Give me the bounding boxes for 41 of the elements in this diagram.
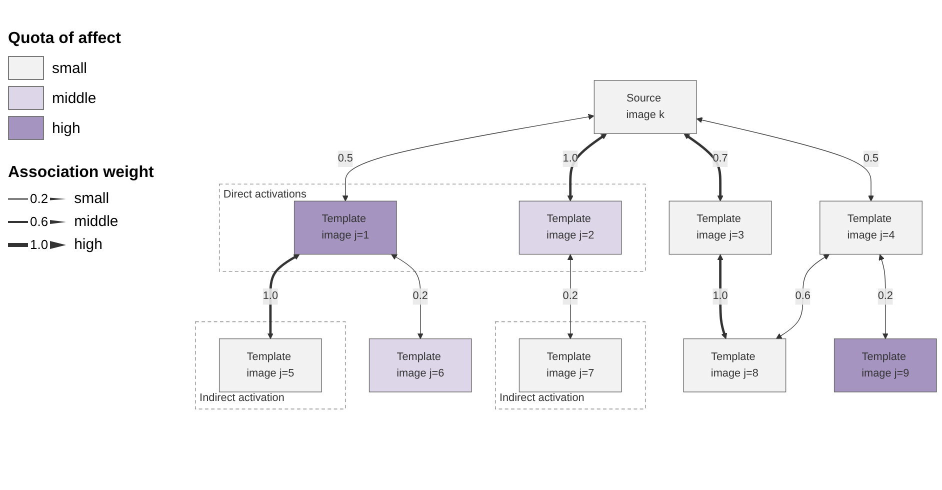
arrow bbox=[342, 114, 594, 202]
node-box: Source image k bbox=[594, 80, 697, 134]
node-box: Template image j=8 bbox=[683, 338, 786, 393]
edge-label: 1.0 bbox=[712, 290, 728, 302]
weight-value: 0.2 bbox=[30, 191, 48, 206]
edge-label: 0.5 bbox=[863, 152, 879, 165]
edge-label: 0.6 bbox=[795, 290, 810, 302]
node-box: Template image j=9 bbox=[834, 338, 937, 393]
node-box: Template image j=6 bbox=[368, 338, 472, 393]
edge-label: 0.7 bbox=[712, 152, 728, 165]
arrow bbox=[696, 117, 874, 202]
weight-value: 1.0 bbox=[30, 237, 48, 252]
arrow bbox=[567, 134, 607, 202]
node-box: Template image j=4 bbox=[820, 201, 922, 255]
weight-value: 0.6 bbox=[30, 214, 48, 229]
node-box: Template image j=1 bbox=[294, 201, 397, 255]
legend-heading: Quota of affect bbox=[8, 30, 122, 48]
legend-text: small bbox=[74, 190, 110, 207]
edge-label: 1.0 bbox=[562, 152, 578, 165]
legend-text: middle bbox=[52, 90, 96, 106]
arrow bbox=[267, 254, 300, 340]
legend-heading: Association weight bbox=[8, 164, 155, 182]
edge-label: 0.2 bbox=[878, 290, 893, 302]
node-box: Template image j=7 bbox=[518, 338, 622, 393]
edge-label: 0.2 bbox=[562, 290, 578, 302]
node-box: Template image j=2 bbox=[518, 201, 622, 255]
arrow bbox=[567, 254, 574, 340]
edge-label: 0.2 bbox=[412, 290, 428, 302]
node-box: Template image j=5 bbox=[218, 338, 322, 393]
edge-label: 0.5 bbox=[338, 152, 353, 165]
arrow bbox=[776, 254, 830, 340]
edge-label: 1.0 bbox=[262, 290, 278, 302]
node-box: Template image j=3 bbox=[668, 201, 772, 255]
legend-text: middle bbox=[74, 213, 118, 230]
legend-text: high bbox=[74, 236, 102, 253]
legend-text: high bbox=[52, 120, 80, 136]
arrow bbox=[391, 254, 424, 340]
arrow bbox=[717, 254, 728, 340]
arrow bbox=[878, 254, 888, 340]
arrow bbox=[684, 134, 724, 202]
legend-text: small bbox=[52, 60, 88, 76]
